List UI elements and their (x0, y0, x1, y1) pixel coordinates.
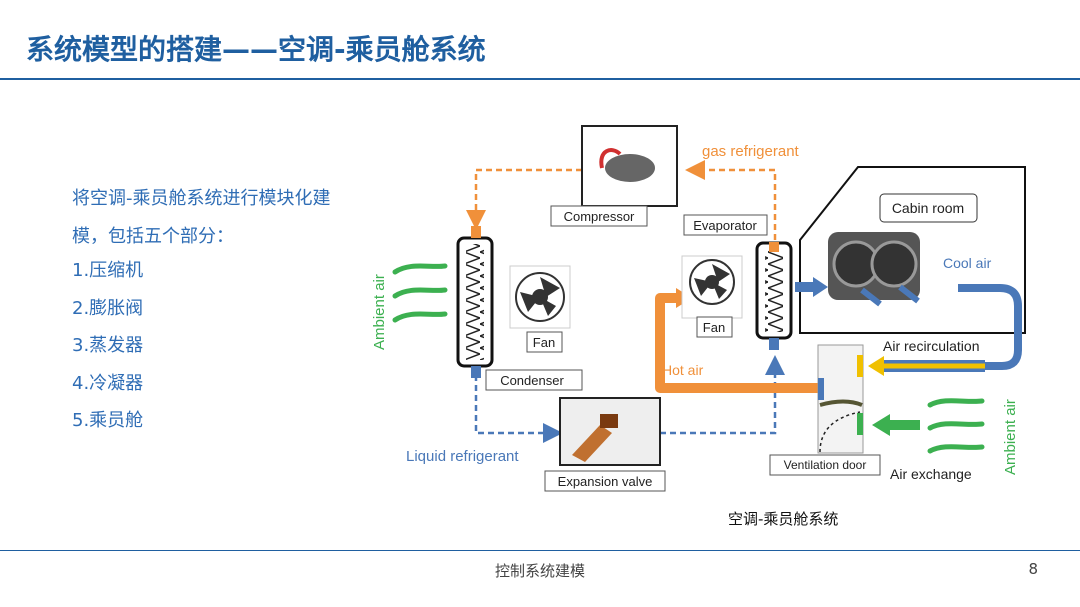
ambient-air-left-label: Ambient air (371, 274, 388, 350)
ac-cabin-diagram: gas refrigerant Liquid refrigerant Compr… (371, 125, 1026, 492)
compressor-icon (605, 154, 655, 182)
expansion-valve-label: Expansion valve (558, 474, 653, 489)
footer-divider (0, 550, 1080, 551)
ambient-air-right-label: Ambient air (1002, 399, 1019, 475)
liquid-refrigerant-line (474, 365, 563, 443)
page-title: 系统模型的搭建——空调-乘员舱系统 (26, 33, 486, 66)
ventilation-door-label: Ventilation door (784, 458, 867, 472)
figure-caption: 空调-乘员舱系统 (728, 510, 839, 528)
ambient-air-right-icon (927, 398, 985, 454)
list-item: 2.膨胀阀 (72, 297, 144, 319)
component-list: 1.压缩机 2.膨胀阀 3.蒸发器 4.冷凝器 5.乘员舱 (72, 256, 143, 444)
fan-right-label: Fan (703, 320, 725, 335)
list-item: 5.乘员舱 (72, 410, 144, 431)
liquid-refrigerant-label: Liquid refrigerant (406, 448, 519, 465)
ambient-air-left-icon (392, 263, 448, 323)
list-item: 1.压缩机 (72, 260, 144, 281)
gas-refrigerant-label: gas refrigerant (702, 143, 800, 160)
gas-refrigerant-line-left (466, 168, 582, 230)
footer-text: 控制系统建模 (494, 562, 585, 580)
air-recirculation-label: Air recirculation (883, 338, 979, 354)
cool-air-label: Cool air (943, 255, 992, 271)
ventilation-door-box (817, 344, 864, 454)
air-exchange-label: Air exchange (890, 466, 972, 482)
hot-air-arrow (655, 293, 818, 393)
condenser-label: Condenser (500, 373, 564, 388)
page-number: 8 (1028, 560, 1038, 578)
list-item: 3.蒸发器 (72, 335, 144, 356)
list-item: 4.冷凝器 (72, 372, 144, 394)
title-divider (0, 78, 1080, 80)
hot-air-label: Hot air (662, 362, 704, 378)
fan-left-label: Fan (533, 335, 555, 350)
cool-air-arrow (958, 284, 1022, 370)
gas-refrigerant-line (685, 160, 777, 240)
cabin-room-label: Cabin room (892, 200, 964, 216)
expansion-valve-icon (572, 425, 612, 462)
intro-text: 将空调-乘员舱系统进行模块化建模，包括五个部分： (72, 188, 331, 247)
evaporator-label: Evaporator (693, 218, 757, 233)
compressor-label: Compressor (564, 209, 635, 224)
